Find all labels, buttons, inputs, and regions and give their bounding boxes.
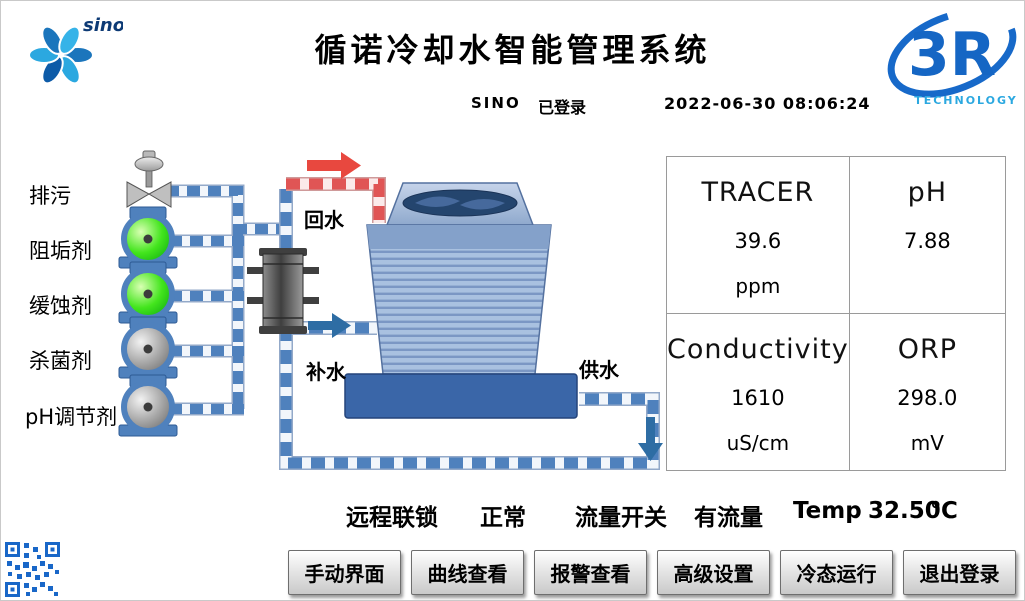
tracer-value: 39.6 — [734, 229, 782, 253]
3r-technology-logo: 3R TECHNOLOGY — [887, 8, 1018, 107]
ph-value: 7.88 — [903, 229, 951, 253]
orp-name: ORP — [897, 333, 957, 365]
pump-ph-adjuster — [119, 375, 177, 436]
flow-switch-value: 有流量 — [694, 505, 763, 531]
measurement-conductivity: Conductivity 1610 uS/cm — [667, 313, 850, 470]
conductivity-name: Conductivity — [667, 333, 849, 365]
label-makeup-water: 补水 — [306, 360, 346, 384]
logout-button[interactable]: 退出登录 — [903, 550, 1016, 595]
3r-logo-text: 3R — [908, 20, 996, 90]
blowdown-valve — [126, 150, 172, 208]
return-flow-arrow-icon — [307, 152, 361, 179]
dosing-pipes — [166, 184, 286, 416]
tower-basin — [344, 373, 578, 419]
orp-unit: mV — [910, 430, 944, 455]
advanced-settings-button[interactable]: 高级设置 — [657, 550, 770, 595]
label-biocide: 杀菌剂 — [29, 349, 92, 373]
label-corrosion-inhibitor: 缓蚀剂 — [29, 294, 92, 318]
login-status: 已登录 — [538, 98, 587, 117]
conductivity-value: 1610 — [731, 385, 785, 410]
alarm-view-button[interactable]: 报警查看 — [534, 550, 647, 595]
temp-value: 32.50 — [868, 498, 941, 524]
temp-label: Temp — [793, 498, 862, 524]
interlock-value: 正常 — [480, 505, 526, 531]
filter-vessel — [247, 248, 319, 334]
cooling-tower — [344, 182, 578, 419]
interlock-label: 远程联锁 — [346, 505, 438, 531]
manual-screen-button[interactable]: 手动界面 — [288, 550, 401, 595]
label-blowdown: 排污 — [29, 184, 71, 208]
cold-run-button[interactable]: 冷态运行 — [780, 550, 893, 595]
measurement-orp: ORP 298.0 mV — [850, 314, 1005, 471]
label-supply-water: 供水 — [579, 358, 619, 382]
orp-value: 298.0 — [897, 385, 958, 410]
curve-view-button[interactable]: 曲线查看 — [411, 550, 524, 595]
nav-button-row: 手动界面 曲线查看 报警查看 高级设置 冷态运行 退出登录 — [288, 550, 1016, 595]
pump-corrosion-inhibitor — [119, 262, 177, 323]
pump-scale-inhibitor — [119, 207, 177, 268]
ph-name: pH — [907, 177, 948, 208]
measurement-ph: pH 7.88 — [849, 157, 1005, 314]
supply-flow-arrow-icon — [638, 417, 663, 461]
temp-unit: ℃ — [930, 498, 958, 524]
measurement-panel: TRACER 39.6 ppm pH 7.88 Conductivity 161… — [666, 156, 1006, 471]
logged-in-user: SINO — [471, 94, 521, 112]
return-water-pipe — [286, 177, 386, 223]
conductivity-unit: uS/cm — [726, 430, 790, 455]
makeup-flow-arrow-icon — [308, 313, 351, 338]
pump-biocide — [119, 317, 177, 378]
tracer-unit: ppm — [735, 274, 781, 298]
label-scale-inhibitor: 阻垢剂 — [29, 239, 92, 263]
flow-switch-label: 流量开关 — [575, 505, 667, 531]
fan-icon — [402, 189, 518, 217]
tracer-name: TRACER — [701, 177, 815, 208]
page-title: 循诺冷却水智能管理系统 — [314, 31, 711, 69]
3r-logo-subtext: TECHNOLOGY — [914, 94, 1018, 107]
measurement-tracer: TRACER 39.6 ppm — [667, 157, 850, 314]
sino-logo: sino — [28, 15, 123, 85]
datetime: 2022-06-30 08:06:24 — [664, 94, 871, 113]
label-return-water: 回水 — [304, 208, 344, 232]
qr-code — [4, 541, 61, 598]
sino-logo-text: sino — [83, 15, 123, 36]
label-ph-adjuster: pH调节剂 — [25, 405, 118, 429]
